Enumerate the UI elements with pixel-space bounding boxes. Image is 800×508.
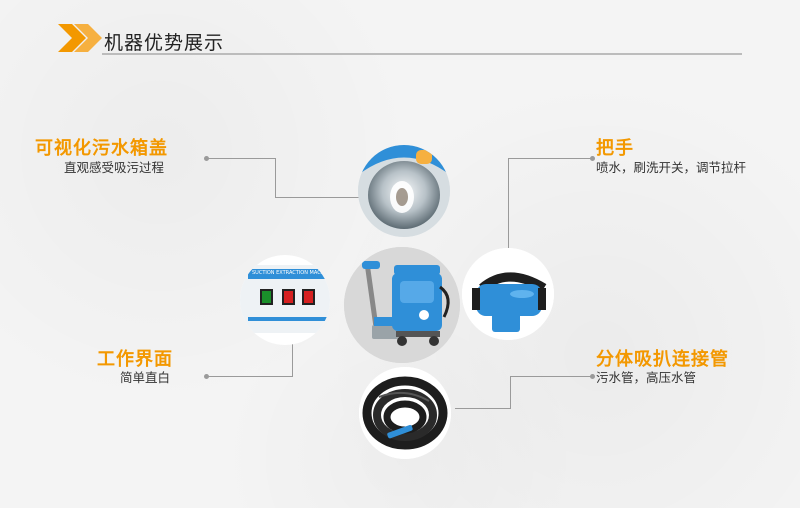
connector-line [455,408,511,409]
connector-line [275,158,276,198]
feature-desc-panel: 简单直白 [120,370,171,385]
switch-icon [282,289,295,305]
connector-line [508,158,509,248]
control-panel-image: SUCTION EXTRACTION MACHINE [240,255,330,345]
machine-image [344,247,460,363]
panel-label: SUCTION EXTRACTION MACHINE [252,270,330,276]
connector-dot [204,156,209,161]
handle-image [462,248,554,340]
connector-dot [204,374,209,379]
connector-dot [590,374,595,379]
feature-desc-handle: 喷水，刷洗开关，调节拉杆 [596,160,747,175]
tank-lid-image [358,145,450,237]
section-header: 机器优势展示 [58,20,742,56]
feature-title-handle: 把手 [596,138,634,159]
feature-title-visual-tank: 可视化污水箱盖 [35,138,168,159]
power-switch-icon [260,289,273,305]
connector-line [207,158,275,159]
connector-line [508,158,592,159]
feature-title-hose: 分体吸扒连接管 [596,349,729,370]
section-title: 机器优势展示 [104,32,225,54]
header-divider [102,53,742,55]
connector-line [510,376,511,409]
feature-title-panel: 工作界面 [97,349,173,370]
connector-line [292,338,293,377]
connector-line [510,376,592,377]
connector-dot [590,156,595,161]
hose-image [359,367,451,459]
connector-line [207,376,293,377]
feature-desc-hose: 污水管，高压水管 [596,370,697,385]
connector-line [275,197,360,198]
switch-icon [302,289,315,305]
feature-desc-visual-tank: 直观感受吸污过程 [64,160,165,175]
